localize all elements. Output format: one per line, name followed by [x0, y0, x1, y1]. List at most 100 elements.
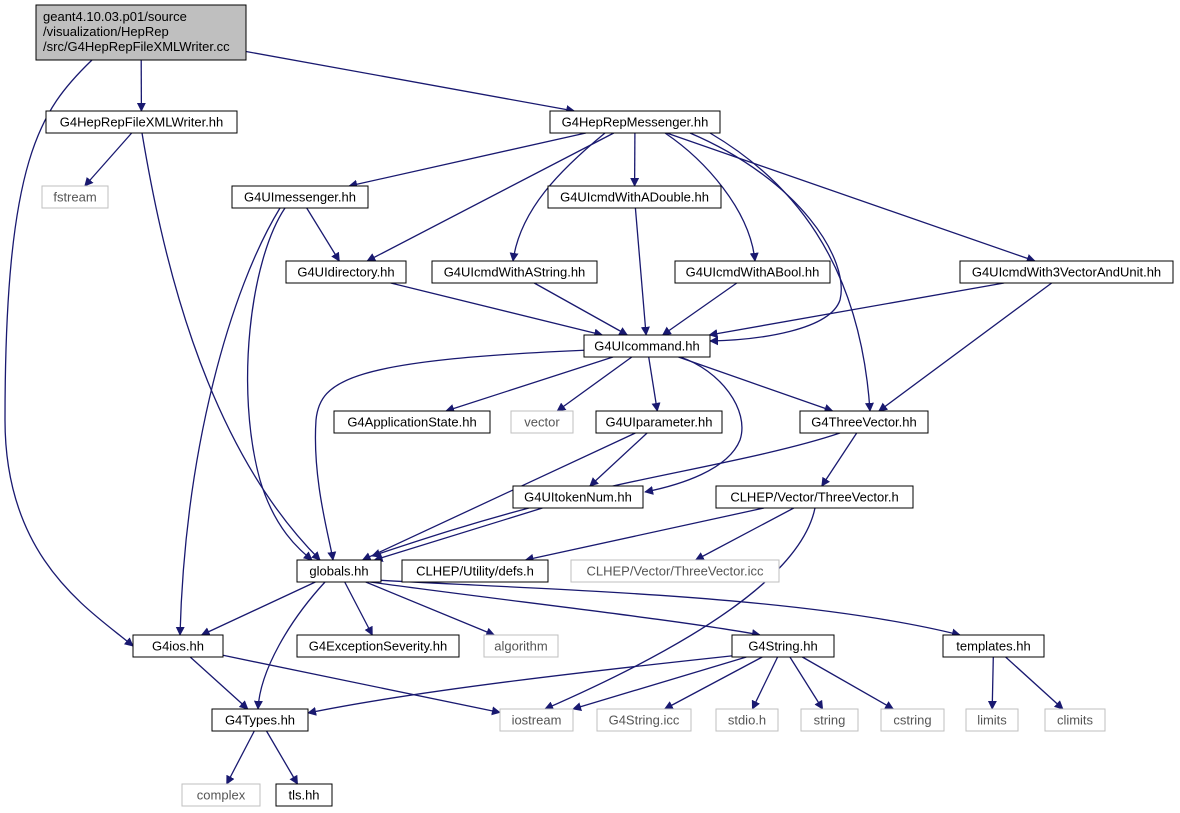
node-box [431, 260, 598, 284]
node-box [595, 410, 723, 434]
nodes: geant4.10.03.p01/source/visualization/He… [35, 4, 1174, 807]
node-g4string[interactable]: G4String.hh [731, 634, 835, 658]
node-g4string_icc: G4String.icc [596, 708, 692, 732]
node-box [35, 4, 247, 61]
node-label: G4String.hh [748, 639, 817, 654]
edge-uicommand-to-tokennum [644, 356, 743, 495]
node-box [959, 260, 1174, 284]
node-box [800, 708, 859, 732]
edge-messenger_hh-to-cmd_bool [664, 132, 759, 262]
edge-g4string-to-iostream [572, 656, 747, 711]
node-uimessenger[interactable]: G4UImessenger.hh [231, 185, 369, 209]
node-excsev[interactable]: G4ExceptionSeverity.hh [296, 634, 460, 658]
node-limits: limits [965, 708, 1019, 732]
edge-messenger_hh-to-cmd_string [509, 132, 606, 262]
node-cmd_bool[interactable]: G4UIcmdWithABool.hh [674, 260, 831, 284]
node-label: complex [197, 788, 246, 803]
node-box [296, 634, 460, 658]
node-box [942, 634, 1045, 658]
edge-uimessenger-to-globals [246, 207, 313, 561]
node-label: limits [977, 713, 1007, 728]
node-templates[interactable]: templates.hh [942, 634, 1045, 658]
node-label: templates.hh [956, 639, 1030, 654]
edge-g4string-to-string [789, 656, 824, 710]
node-box [512, 485, 644, 509]
node-label: G4ios.hh [152, 639, 204, 654]
node-box [570, 559, 780, 583]
edge-root-to-g4ios [4, 59, 134, 647]
edge-cmd_string-to-uicommand [533, 282, 629, 336]
edge-cmd_3vec-to-threevector [878, 282, 1053, 412]
node-cmd_double[interactable]: G4UIcmdWithADouble.hh [547, 185, 722, 209]
node-vector: vector [510, 410, 574, 434]
edge-globals-to-g4string [369, 581, 761, 638]
edge-tokennum-to-globals [373, 507, 543, 562]
node-label: G4String.icc [609, 713, 680, 728]
edge-cmd_double-to-uicommand [634, 207, 650, 336]
node-root[interactable]: geant4.10.03.p01/source/visualization/He… [35, 4, 247, 61]
node-label: G4UIcommand.hh [594, 339, 700, 354]
node-label: G4UIcmdWithADouble.hh [560, 190, 709, 205]
edges [4, 50, 1064, 785]
node-cstring: cstring [880, 708, 945, 732]
node-g4ios[interactable]: G4ios.hh [132, 634, 224, 658]
node-appstate[interactable]: G4ApplicationState.hh [333, 410, 491, 434]
edge-globals-to-g4ios [200, 581, 316, 636]
node-uidirectory[interactable]: G4UIdirectory.hh [285, 260, 407, 284]
node-label: G4UIcmdWithAString.hh [444, 265, 586, 280]
node-label: climits [1057, 713, 1094, 728]
node-tokennum[interactable]: G4UItokenNum.hh [512, 485, 644, 509]
node-uiparameter[interactable]: G4UIparameter.hh [595, 410, 723, 434]
edge-g4types-to-tls [265, 730, 299, 785]
edge-messenger_hh-to-cmd_3vec [666, 132, 1036, 263]
node-threevector[interactable]: G4ThreeVector.hh [799, 410, 929, 434]
node-label: CLHEP/Utility/defs.h [416, 564, 534, 579]
edge-uimessenger-to-g4ios [175, 207, 281, 636]
node-label: G4HepRepMessenger.hh [562, 115, 709, 130]
node-climits: climits [1044, 708, 1106, 732]
edge-clhep_3v-to-iostream [544, 507, 816, 710]
edge-g4ios-to-iostream [222, 654, 501, 716]
node-clhep_defs[interactable]: CLHEP/Utility/defs.h [401, 559, 549, 583]
node-box [333, 410, 491, 434]
edge-g4types-to-complex [226, 730, 255, 785]
node-tls[interactable]: tls.hh [275, 783, 333, 807]
node-label: string [814, 713, 846, 728]
node-uicommand[interactable]: G4UIcommand.hh [583, 334, 711, 358]
edge-uicommand-to-threevector [678, 356, 834, 413]
node-clhep_3v[interactable]: CLHEP/Vector/ThreeVector.h [715, 485, 914, 509]
node-box [296, 559, 382, 583]
node-label: G4UIdirectory.hh [297, 265, 394, 280]
edge-globals-to-templates [374, 579, 961, 638]
edge-g4string-to-g4string_icc [663, 656, 763, 710]
node-box [583, 334, 711, 358]
node-box [1044, 708, 1106, 732]
node-messenger_hh[interactable]: G4HepRepMessenger.hh [549, 110, 721, 134]
node-writer_hh[interactable]: G4HepRepFileXMLWriter.hh [45, 110, 238, 134]
edge-uicommand-to-uiparameter [648, 356, 661, 412]
edge-clhep_3v-to-clhep_icc [694, 507, 795, 561]
node-iostream: iostream [499, 708, 574, 732]
edge-uimessenger-to-uidirectory [306, 207, 340, 262]
edge-uidirectory-to-uicommand [390, 282, 604, 338]
node-box [181, 783, 261, 807]
edge-messenger_hh-to-threevector [709, 132, 874, 412]
node-box [231, 185, 369, 209]
node-label: iostream [512, 713, 562, 728]
node-cmd_3vec[interactable]: G4UIcmdWith3VectorAndUnit.hh [959, 260, 1174, 284]
edge-globals-to-excsev [344, 581, 373, 636]
edge-uiparameter-to-tokennum [589, 432, 648, 487]
edge-messenger_hh-to-uicommand [689, 132, 842, 346]
node-box [799, 410, 929, 434]
node-box [731, 634, 835, 658]
node-label: CLHEP/Vector/ThreeVector.icc [586, 564, 764, 579]
node-g4types[interactable]: G4Types.hh [211, 708, 309, 732]
node-globals[interactable]: globals.hh [296, 559, 382, 583]
node-box [715, 708, 779, 732]
edge-cmd_3vec-to-uicommand [708, 282, 1005, 339]
node-label: G4HepRepFileXMLWriter.hh [60, 115, 224, 130]
node-cmd_string[interactable]: G4UIcmdWithAString.hh [431, 260, 598, 284]
node-label: geant4.10.03.p01/source [43, 9, 187, 24]
node-box [401, 559, 549, 583]
